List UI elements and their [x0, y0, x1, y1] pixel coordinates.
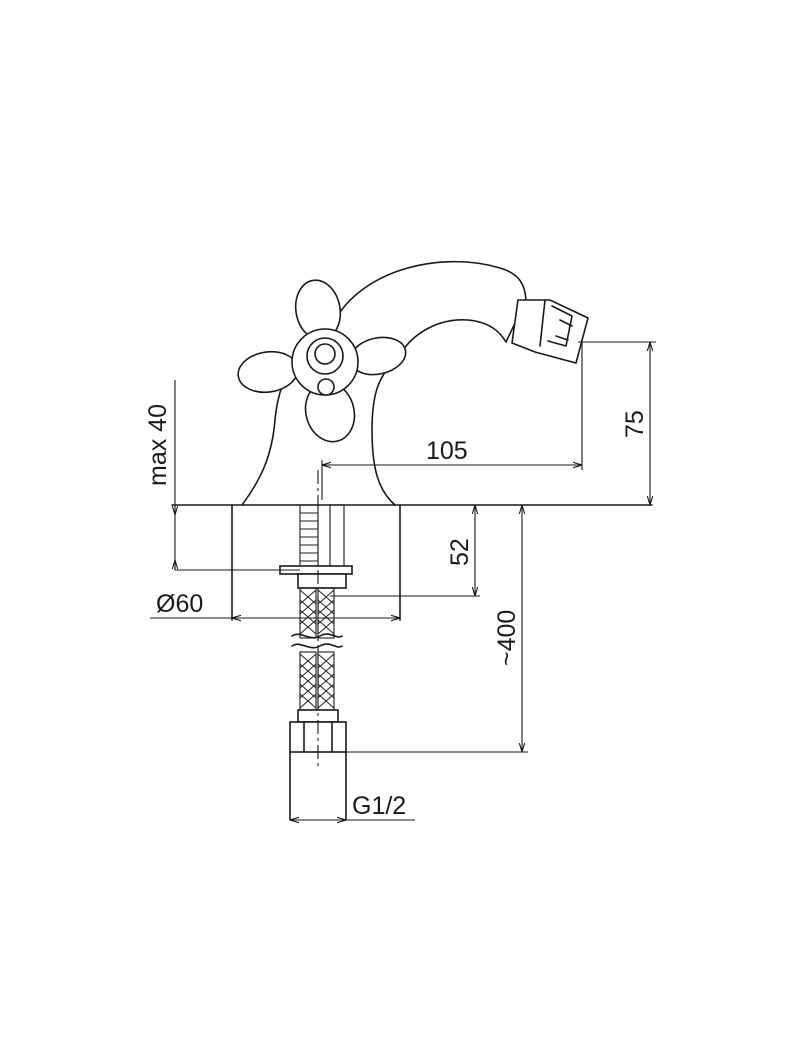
- label-max-40: max 40: [144, 404, 172, 486]
- dim-g12: G1/2: [290, 792, 415, 820]
- dim-105: 105: [321, 342, 583, 500]
- dim-400: ~400: [346, 505, 528, 753]
- threaded-shank: [279, 504, 353, 589]
- dim-max-40: max 40: [144, 380, 300, 571]
- cross-handle: [237, 279, 407, 443]
- dim-75: 75: [578, 341, 656, 505]
- label-g12: G1/2: [352, 792, 406, 820]
- label-75: 75: [621, 410, 649, 438]
- faucet-body: [241, 260, 589, 506]
- label-52: 52: [446, 538, 474, 566]
- base-flange: [231, 504, 401, 621]
- dim-52: 52: [330, 505, 480, 597]
- dim-diameter-60: Ø60: [150, 590, 400, 618]
- label-105: 105: [426, 437, 468, 465]
- label-diameter-60: Ø60: [156, 590, 203, 618]
- label-400: ~400: [493, 610, 521, 666]
